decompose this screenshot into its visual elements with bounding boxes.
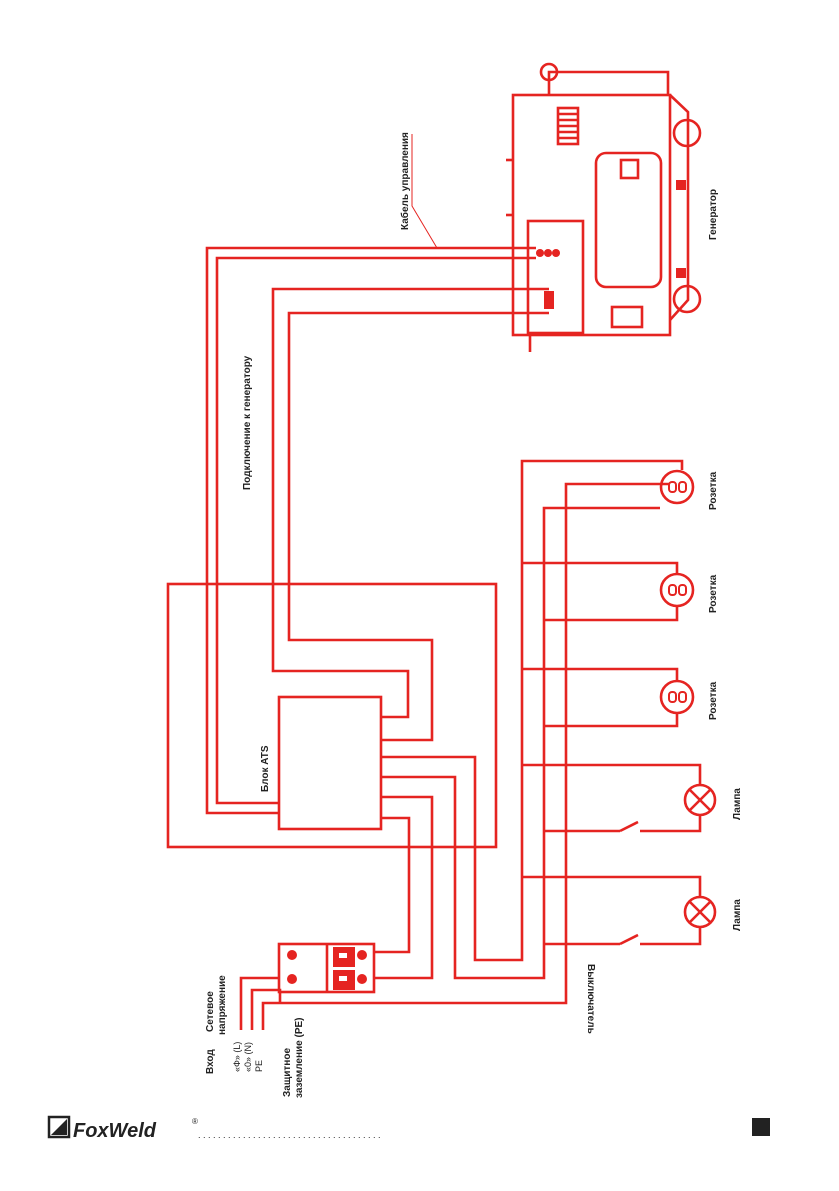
- zero-label: «0» (N): [243, 1042, 253, 1072]
- ats-block: [277, 695, 383, 831]
- lamp-2-icon: [683, 895, 717, 929]
- lamp-2-label: Лампа: [732, 899, 743, 931]
- ground-label-line2: заземление (PE): [294, 1018, 305, 1099]
- control-cable-leader: [411, 134, 438, 249]
- socket-3-icon: [659, 679, 695, 715]
- generator-label: Генератор: [708, 189, 719, 240]
- mains-label-line2: напряжение: [217, 975, 228, 1035]
- ats-enclosure-frame: [166, 582, 498, 849]
- generator-tank: [594, 151, 663, 289]
- generator-wheel-1: [672, 118, 702, 148]
- switch-label: Выключатель: [585, 964, 596, 1034]
- phase-label: «Ф» (L): [232, 1042, 242, 1072]
- pe-label: PE: [254, 1060, 264, 1072]
- black-square-icon: [752, 1118, 770, 1136]
- lamp-1-label: Лампа: [732, 788, 743, 820]
- footer-registered: ®: [192, 1117, 198, 1126]
- foxweld-logo-icon: [47, 1115, 71, 1139]
- mains-label-line1: Сетевое: [205, 991, 216, 1032]
- socket-2-icon: [659, 572, 695, 608]
- socket-3-label: Розетка: [708, 681, 719, 720]
- lamp-1-icon: [683, 783, 717, 817]
- socket-2-label: Розетка: [708, 574, 719, 613]
- ground-label-line1: Защитное: [282, 1048, 293, 1097]
- socket-1-icon: [659, 469, 695, 505]
- generator-tank-cap: [619, 158, 640, 180]
- generator-panel: [526, 219, 585, 335]
- generator-wheel-2: [672, 284, 702, 314]
- footer-brand: FoxWeld: [73, 1120, 157, 1142]
- generator-small-panel: [610, 305, 644, 329]
- ats-block-label: Блок ATS: [260, 745, 271, 792]
- socket-1-label: Розетка: [708, 471, 719, 510]
- generator-knob: [539, 62, 559, 82]
- footer-dots: . . . . . . . . . . . . . . . . . . . . …: [198, 1130, 381, 1140]
- generator-body: [511, 93, 672, 337]
- input-label: Вход: [205, 1049, 216, 1074]
- generator-connection-label: Подключение к генератору: [242, 355, 253, 490]
- control-cable-label: Кабель управления: [399, 132, 411, 230]
- generator-frame-top: [547, 70, 670, 95]
